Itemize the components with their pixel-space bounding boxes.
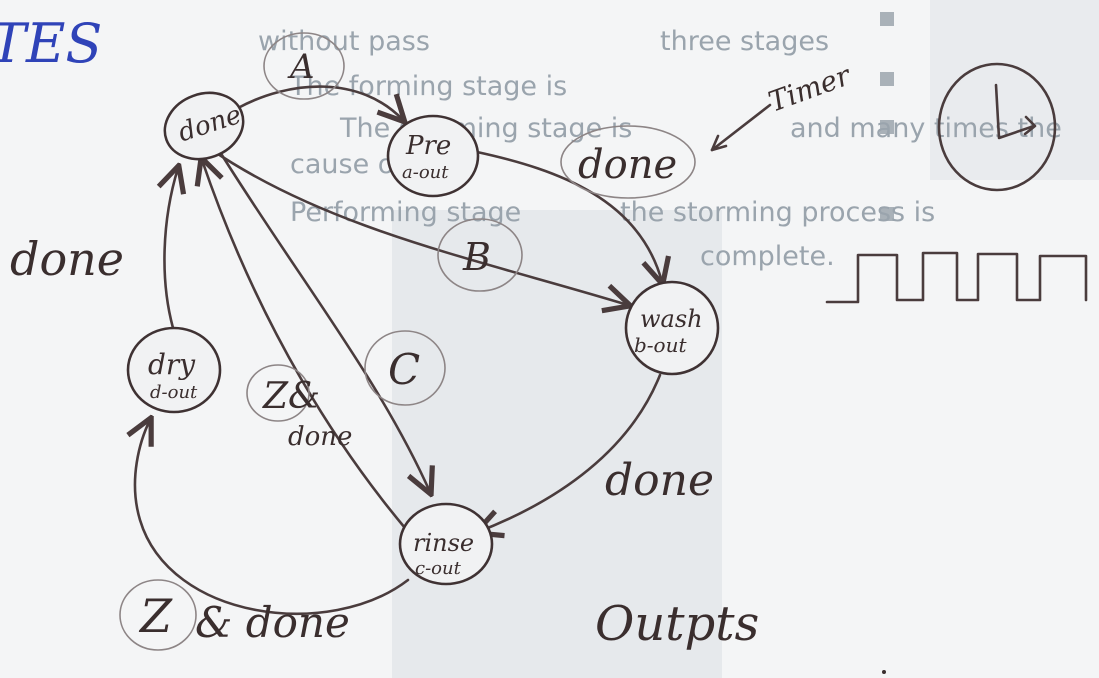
label-circle: [263, 32, 345, 100]
state-output: d-out: [150, 382, 198, 403]
transition-label-z-done: done: [288, 422, 352, 452]
background-text: The storming stage is: [339, 113, 632, 144]
transition-label-wash-to-rinse: done: [605, 455, 714, 506]
page-title: TES: [0, 12, 102, 75]
transition-label-pre-to-wash: done: [578, 142, 677, 188]
state-label: wash: [640, 305, 703, 333]
ink-dot: [882, 670, 886, 674]
state-dry: dry d-out: [126, 326, 222, 414]
background-text: Performing stage: [290, 197, 521, 228]
transition-dry-to-done: [164, 168, 178, 330]
transition-b: [210, 148, 628, 305]
bullet-icon: [880, 120, 894, 134]
bullet-icon: [880, 72, 894, 86]
label-circle: [560, 125, 696, 199]
state-pre: Pre a-out: [386, 114, 480, 198]
label-circle: [364, 330, 446, 406]
background-text: complete.: [700, 241, 835, 272]
clock-waveform: [825, 251, 1088, 304]
clock-icon: [937, 62, 1057, 192]
transition-label-rinse-to-dry: Z: [138, 589, 173, 643]
transition-a: [236, 85, 403, 120]
background-text: without pass: [258, 26, 430, 57]
state-output: b-out: [634, 333, 687, 357]
transition-label-b: B: [462, 235, 491, 279]
transition-label-c: C: [388, 345, 420, 394]
transition-label-z-done: Z&: [262, 376, 320, 417]
label-circle: [246, 364, 310, 422]
background-panel: [930, 0, 1099, 180]
state-rinse: rinse c-out: [398, 502, 494, 586]
background-text: three stages: [660, 26, 829, 57]
bullet-icon: [880, 207, 894, 221]
state-label: rinse: [413, 529, 474, 557]
bullet-icon: [880, 12, 894, 26]
transition-rinse-to-dry: [135, 420, 410, 615]
state-output: c-out: [415, 558, 462, 579]
state-wash: wash b-out: [624, 280, 720, 376]
transition-label-dry-to-done: done: [10, 232, 124, 286]
background-text: the storming process is: [620, 197, 935, 228]
timer-pointer: [710, 103, 772, 152]
state-done: done: [163, 91, 245, 161]
transition-wash-to-rinse: [478, 373, 662, 532]
transition-label-a: A: [287, 47, 315, 87]
timer-pointer-tip: [710, 134, 728, 152]
background-text: cause of: [290, 149, 405, 180]
transition-rinse-to-done: [202, 160, 407, 530]
label-circle: [119, 579, 197, 651]
transition-c: [218, 150, 430, 492]
transitions: [135, 85, 772, 615]
timer-label: Timer: [764, 58, 856, 118]
background-text: and many times the: [790, 113, 1062, 144]
state-output: a-out: [402, 162, 449, 183]
state-label: dry: [148, 348, 196, 381]
label-circle: [437, 218, 523, 292]
state-label: Pre: [405, 131, 451, 161]
transition-label-rinse-to-dry: & done: [195, 598, 350, 647]
outputs-label: Outpts: [595, 596, 759, 652]
